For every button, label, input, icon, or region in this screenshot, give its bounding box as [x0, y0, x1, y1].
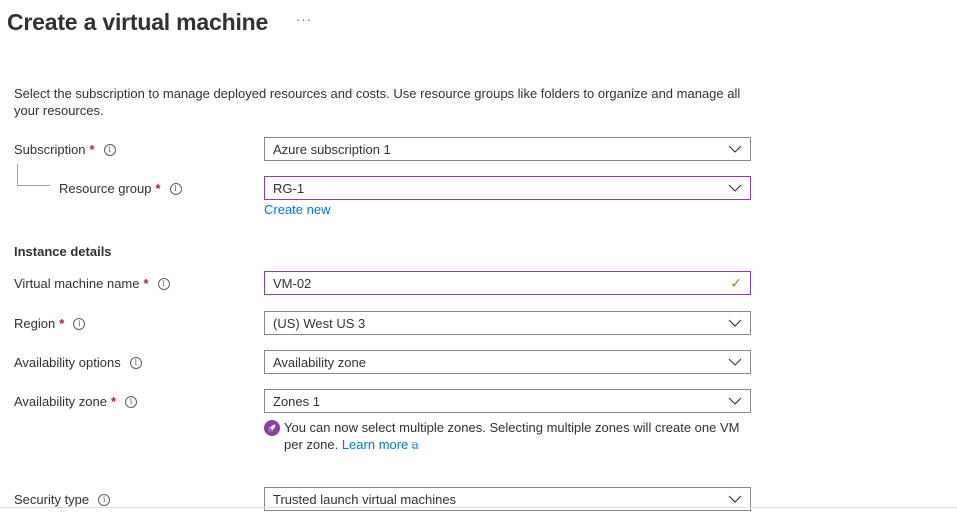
- resource-group-label: Resource group * i: [59, 181, 182, 196]
- availability-zone-value: Zones 1: [273, 393, 320, 409]
- resource-group-label-text: Resource group: [59, 181, 152, 196]
- security-type-value: Trusted launch virtual machines: [273, 491, 457, 507]
- chevron-down-icon: [728, 318, 742, 328]
- rocket-icon: [264, 420, 280, 436]
- section-description: Select the subscription to manage deploy…: [14, 86, 741, 118]
- availability-options-label: Availability options i: [14, 355, 142, 370]
- vm-name-label-text: Virtual machine name: [14, 276, 140, 291]
- subscription-label-text: Subscription: [14, 142, 86, 157]
- info-icon[interactable]: i: [157, 277, 170, 290]
- learn-more-text: Learn more: [341, 437, 409, 452]
- availability-zone-dropdown[interactable]: Zones 1: [264, 389, 751, 413]
- availability-zone-label-text: Availability zone: [14, 394, 107, 409]
- notice-body: You can now select multiple zones. Selec…: [284, 419, 754, 455]
- security-type-label: Security type i: [14, 492, 111, 507]
- subscription-value: Azure subscription 1: [273, 141, 391, 157]
- vm-name-value: VM-02: [273, 275, 312, 291]
- resource-group-value: RG-1: [273, 180, 305, 196]
- info-icon[interactable]: i: [129, 356, 142, 369]
- chevron-down-icon: [728, 183, 742, 193]
- chevron-down-icon: [728, 396, 742, 406]
- region-dropdown[interactable]: (US) West US 3: [264, 311, 751, 335]
- notice-text: You can now select multiple zones. Selec…: [284, 420, 740, 452]
- required-marker: *: [155, 181, 161, 196]
- availability-zone-label: Availability zone * i: [14, 394, 138, 409]
- info-icon[interactable]: i: [98, 493, 111, 506]
- info-icon[interactable]: i: [125, 395, 138, 408]
- region-label-text: Region: [14, 316, 56, 331]
- required-marker: *: [110, 394, 117, 409]
- required-marker: *: [59, 316, 65, 331]
- availability-options-value: Availability zone: [273, 354, 366, 370]
- footer-divider: [0, 507, 957, 508]
- tree-connector: [17, 164, 50, 186]
- region-value: (US) West US 3: [273, 315, 366, 331]
- checkmark-icon: ✓: [730, 274, 742, 291]
- vm-name-label: Virtual machine name * i: [14, 276, 170, 291]
- info-icon[interactable]: i: [169, 182, 182, 195]
- subscription-label: Subscription * i: [14, 142, 116, 157]
- page-title: Create a virtual machine: [7, 9, 269, 35]
- required-marker: *: [143, 276, 149, 291]
- region-label: Region * i: [14, 316, 86, 331]
- required-marker: *: [89, 142, 95, 157]
- multi-zone-notice: You can now select multiple zones. Selec…: [264, 419, 754, 455]
- info-icon[interactable]: i: [73, 317, 86, 330]
- create-new-resource-group-link[interactable]: Create new: [264, 202, 331, 217]
- availability-options-dropdown[interactable]: Availability zone: [264, 350, 751, 374]
- chevron-down-icon: [728, 144, 742, 154]
- chevron-down-icon: [728, 357, 742, 367]
- availability-options-label-text: Availability options: [14, 355, 121, 370]
- chevron-down-icon: [728, 494, 742, 504]
- info-icon[interactable]: i: [103, 143, 116, 156]
- resource-group-dropdown[interactable]: RG-1: [264, 176, 751, 200]
- external-link-icon: ⧉: [411, 441, 419, 452]
- learn-more-link[interactable]: Learn more⧉: [342, 437, 419, 452]
- subscription-dropdown[interactable]: Azure subscription 1: [264, 137, 751, 161]
- more-options-button[interactable]: ···: [296, 12, 312, 27]
- security-type-label-text: Security type: [14, 492, 90, 507]
- vm-name-input[interactable]: VM-02 ✓: [264, 271, 751, 295]
- instance-details-heading: Instance details: [14, 244, 112, 259]
